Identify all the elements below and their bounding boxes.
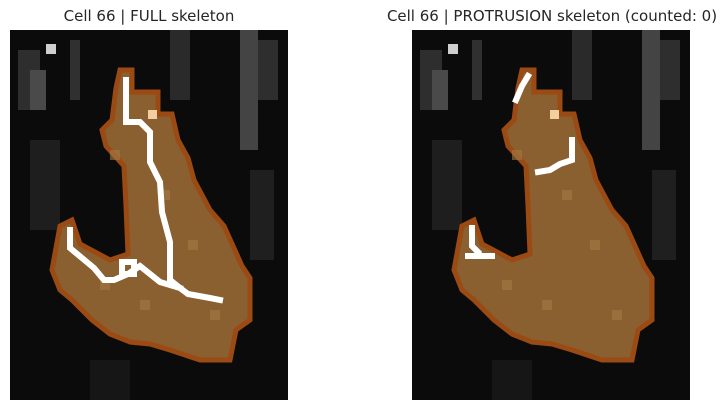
background-texture xyxy=(18,30,278,400)
cell-texture xyxy=(100,150,220,320)
panel-title-left: Cell 66 | FULL skeleton xyxy=(63,7,235,25)
protrusion-skeleton-image xyxy=(412,30,690,400)
cell-texture xyxy=(502,150,622,320)
bright-spot xyxy=(148,110,157,119)
full-skeleton-image xyxy=(10,30,288,400)
full-skeleton-lines xyxy=(67,77,224,304)
panel-title-right: Cell 66 | PROTRUSION skeleton (counted: … xyxy=(386,7,718,25)
background-texture xyxy=(420,30,680,400)
bright-spot xyxy=(550,110,559,119)
protrusion-skeleton-lines xyxy=(465,71,575,259)
